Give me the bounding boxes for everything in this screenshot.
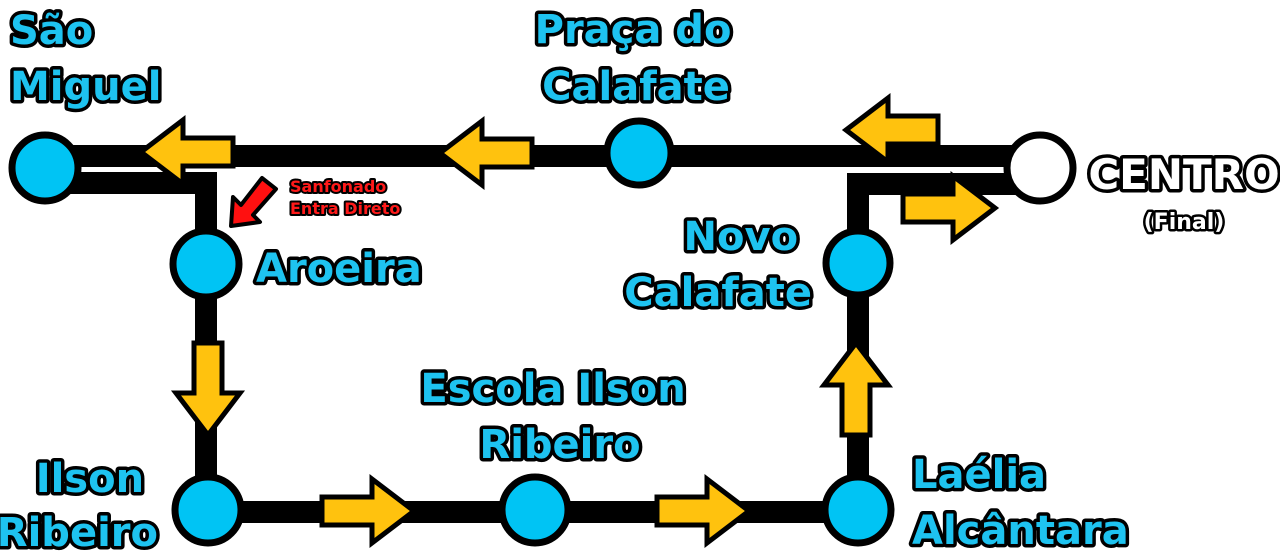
direction-arrow-icon — [818, 338, 894, 438]
station-laelia-alcantara[interactable] — [821, 473, 895, 547]
station-ilson-ribeiro[interactable] — [171, 473, 245, 547]
direction-arrow-icon — [136, 114, 236, 190]
label-centro: CENTRO — [1088, 150, 1279, 199]
station-centro[interactable] — [1003, 131, 1077, 205]
label-sao-miguel: São Miguel — [10, 8, 161, 110]
stations — [8, 117, 1077, 547]
label-praca-do-calafate: Praça do Calafate — [535, 7, 746, 110]
station-novo-calafate[interactable] — [822, 227, 894, 299]
direction-arrow-icon — [841, 92, 941, 168]
direction-arrow-icon — [319, 473, 419, 549]
red-arrow-icon — [229, 176, 278, 228]
direction-arrow-icon — [654, 473, 754, 549]
direction-arrow-icon — [900, 170, 1000, 246]
station-sao-miguel[interactable] — [8, 131, 82, 205]
annotation-text: Sanfonado Entra Direto — [290, 177, 400, 218]
direction-arrows — [136, 92, 1000, 549]
label-escola-ilson-ribeiro: Escola Ilson Ribeiro — [420, 366, 699, 468]
station-praca-do-calafate[interactable] — [603, 117, 675, 189]
direction-arrow-icon — [435, 115, 535, 191]
label-novo-calafate: Novo Calafate — [624, 214, 812, 316]
station-aroeira[interactable] — [169, 227, 243, 301]
label-ilson-ribeiro: Ilson Ribeiro — [0, 456, 158, 556]
label-centro-final: (Final) — [1144, 210, 1225, 235]
label-aroeira: Aroeira — [256, 246, 422, 292]
station-escola-ilson-ribeiro[interactable] — [498, 473, 572, 547]
direction-arrow-icon — [170, 340, 246, 440]
label-laelia-alcantara: Laélia Alcântara — [912, 452, 1129, 554]
